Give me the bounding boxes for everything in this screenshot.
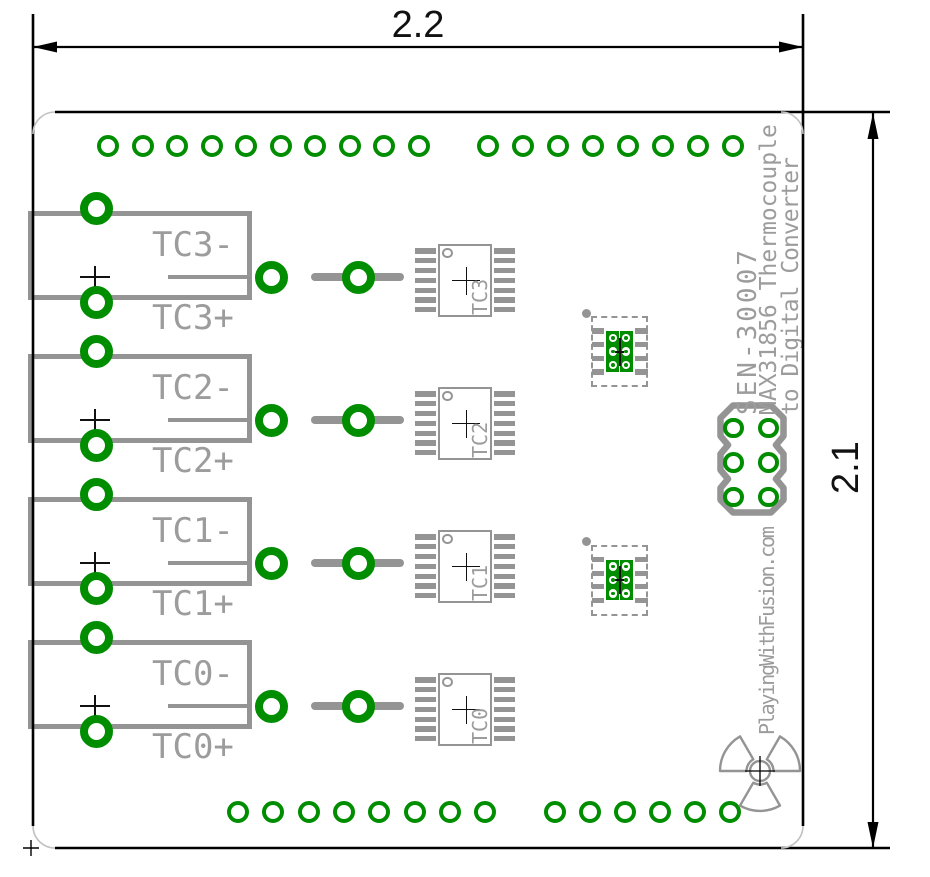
top-pin-hole [477,135,499,157]
top-pin-hole [373,135,395,157]
top-pin-hole [407,135,430,157]
connector-hole [79,285,113,319]
top-pin-hole [97,135,119,157]
top-pin-hole [131,135,154,157]
via-hole [254,260,288,294]
via-hole [341,689,375,723]
connector-hole [79,571,113,605]
smd-grid-pad-center [610,591,615,596]
connector-hole [79,620,113,654]
connector-hole [79,477,113,511]
smd-cross [615,350,624,353]
bottom-pin-hole [684,801,706,823]
width-dimension-label: 2.2 [391,4,445,46]
top-pin-hole [722,135,744,157]
top-pin-hole [304,135,326,157]
top-pin-hole [547,135,569,157]
via-hole [254,546,288,580]
bottom-pin-hole [649,801,671,823]
smd-cross [615,579,624,581]
connector-hole [79,334,113,368]
top-pin-hole [269,135,292,157]
top-pin-hole [166,135,188,157]
bottom-pin-hole [544,801,566,823]
top-pin-hole [512,135,534,157]
connector-hole [79,428,113,462]
smd-grid-pad-center [610,363,615,367]
top-pin-hole [582,135,604,157]
bottom-pin-hole [438,801,461,823]
right-header-pin [723,417,744,439]
via-hole [254,403,288,437]
right-header-pin [758,486,779,508]
bottom-pin-hole [227,801,249,823]
right-header-pin [758,417,779,439]
top-pin-hole [235,135,257,157]
bottom-pin-hole [368,801,391,823]
connector-hole [79,714,113,748]
smd-grid-pad-center [610,336,615,340]
via-hole [341,546,375,580]
top-pin-hole [617,135,639,157]
via-hole [254,689,288,723]
top-pin-hole [687,135,709,157]
via-hole [341,403,375,437]
bottom-pin-hole [614,801,636,823]
bottom-pin-hole [262,801,285,823]
right-header-pin [723,486,744,508]
bottom-pin-hole [719,801,741,823]
right-header-pin [758,452,779,473]
via-hole [341,260,375,294]
height-dimension-label: 2.1 [825,441,867,494]
smd-grid-pad-center [624,578,629,582]
top-pin-hole [338,135,361,157]
top-pin-hole [200,135,223,157]
bottom-pin-hole [403,801,426,823]
connector-hole [79,191,113,225]
bottom-pin-hole [474,801,497,823]
bottom-pin-hole [297,801,320,823]
top-pin-hole [652,135,674,157]
right-header-pin [723,452,744,473]
smd-grid-pad-center [624,363,629,367]
bottom-pin-hole [579,801,601,823]
bottom-pin-hole [332,801,355,823]
